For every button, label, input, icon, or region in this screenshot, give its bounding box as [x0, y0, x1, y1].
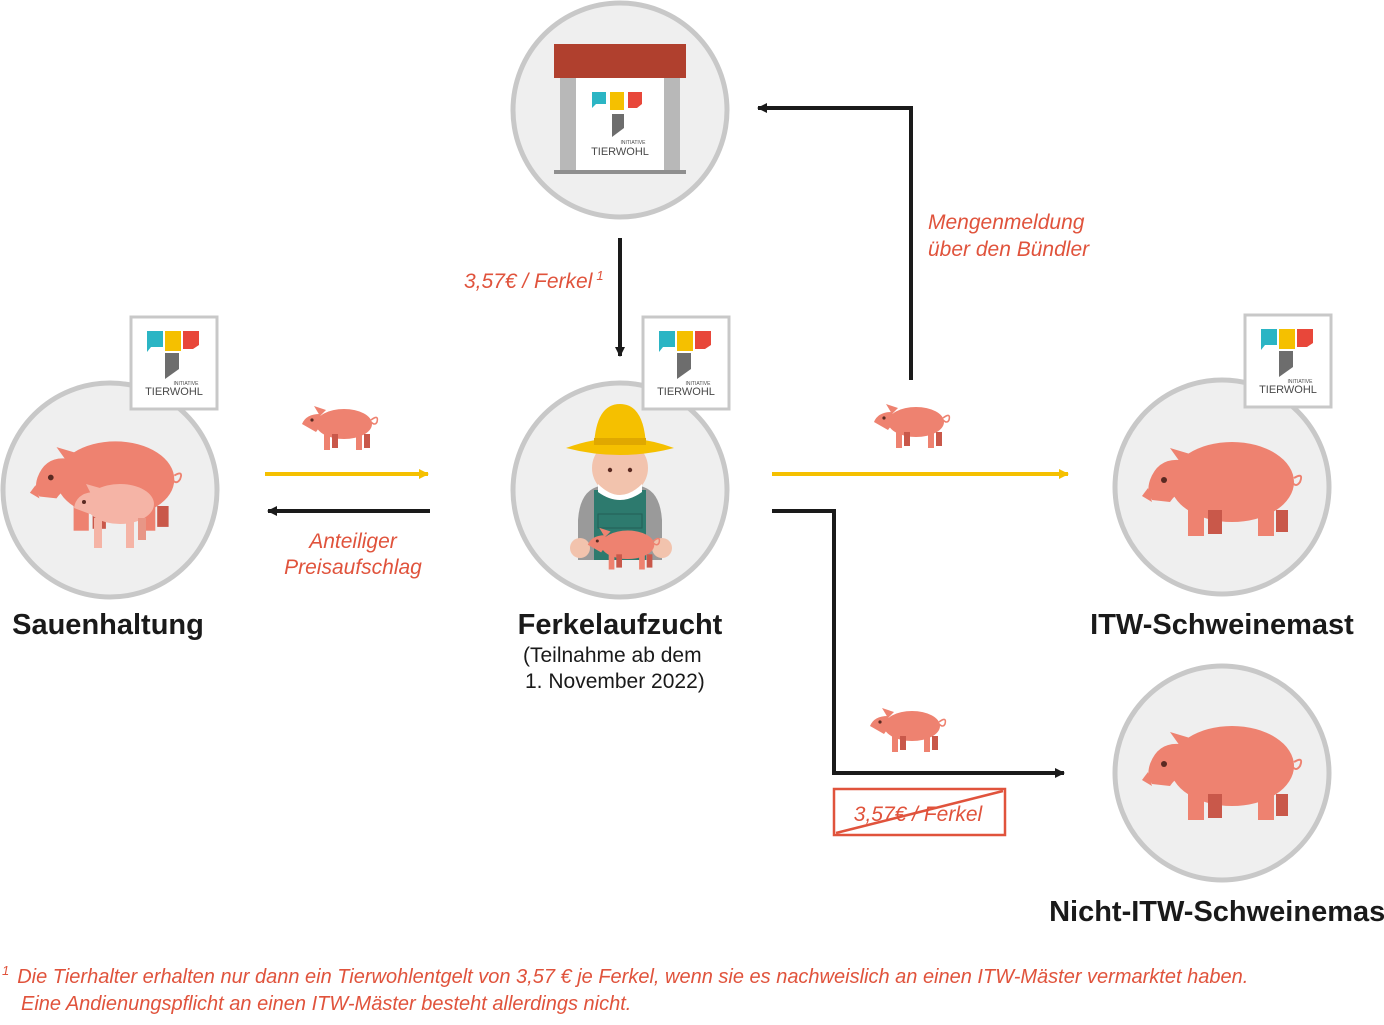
stall-logo-line1: INITIATIVE [621, 140, 647, 146]
itw-mast-logo: INITIATIVE TIERWOHL [1243, 313, 1333, 409]
ferkelaufzucht-logo-line2: TIERWOHL [657, 386, 715, 398]
farmer-icon [566, 404, 674, 571]
preisaufschlag-label-line1: Anteiliger [307, 530, 398, 553]
ferkelaufzucht-node: INITIATIVE TIERWOHL Ferkelaufzucht (Teil… [510, 315, 731, 693]
sauenhaltung-logo-line1: INITIATIVE [174, 381, 200, 387]
stall-node: INITIATIVE TIERWOHL [510, 0, 730, 220]
ferkelaufzucht-logo: INITIATIVE TIERWOHL [641, 315, 731, 411]
strike-through-line [835, 789, 1004, 835]
footnote-line2: Eine Andienungspflicht an einen ITW-Mäst… [21, 993, 631, 1015]
sauenhaltung-title: Sauenhaltung [12, 609, 204, 641]
ferkelaufzucht-note-line1: (Teilnahme ab dem [523, 644, 702, 667]
stall-logo-line2: TIERWOHL [591, 146, 649, 158]
preisaufschlag-label-line2: Preisaufschlag [284, 556, 422, 579]
ferkelaufzucht-title: Ferkelaufzucht [518, 609, 723, 641]
sauenhaltung-logo: INITIATIVE TIERWOHL [129, 315, 219, 411]
no-payment-box: 3,57€ / Ferkel [832, 787, 1007, 837]
nicht-itw-mast-title: Nicht-ITW-Schweinemast [1049, 896, 1384, 928]
arrow-volume-report-to-initiative [757, 103, 913, 380]
piglet-icon-to-itw [873, 403, 951, 449]
stall-icon: INITIATIVE TIERWOHL [554, 44, 686, 174]
nicht-itw-mast-node: Nicht-ITW-Schweinemast [1049, 663, 1384, 928]
ferkelaufzucht-logo-line1: INITIATIVE [686, 381, 712, 387]
mengenmeldung-label-line2: über den Bündler [928, 238, 1090, 261]
sauenhaltung-node: INITIATIVE TIERWOHL Sauenhaltung [0, 315, 220, 641]
piglet-icon-sauen-to-ferkel [301, 405, 379, 451]
ferkelaufzucht-note-line2: 1. November 2022) [525, 670, 705, 693]
piglet-with-sow-icon [74, 484, 154, 548]
itw-mast-logo-line1: INITIATIVE [1288, 379, 1314, 385]
itw-mast-logo-line2: TIERWOHL [1259, 384, 1317, 396]
itw-mast-node: INITIATIVE TIERWOHL ITW-Schweinemast [1090, 313, 1354, 641]
arrow-piglets-to-non-itw-fattening [772, 509, 1065, 778]
mengenmeldung-label-line1: Mengenmeldung [928, 211, 1085, 234]
piglet-icon-to-non-itw [869, 707, 947, 753]
sauenhaltung-logo-line2: TIERWOHL [145, 386, 203, 398]
itw-mast-title: ITW-Schweinemast [1090, 609, 1354, 641]
